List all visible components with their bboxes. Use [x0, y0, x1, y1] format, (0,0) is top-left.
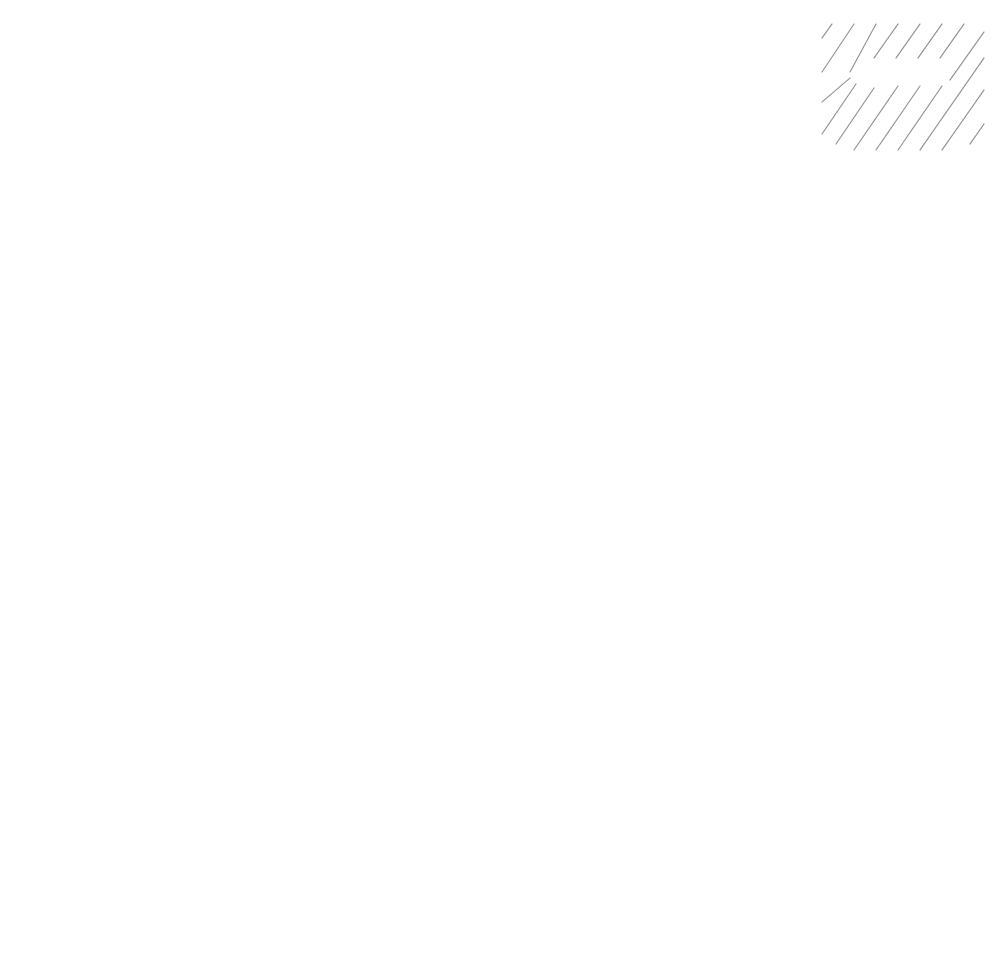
- diagonal-hatch-decoration: [816, 18, 986, 154]
- hatch-pattern-graphic: [821, 23, 985, 151]
- hatch-lines: [821, 23, 985, 151]
